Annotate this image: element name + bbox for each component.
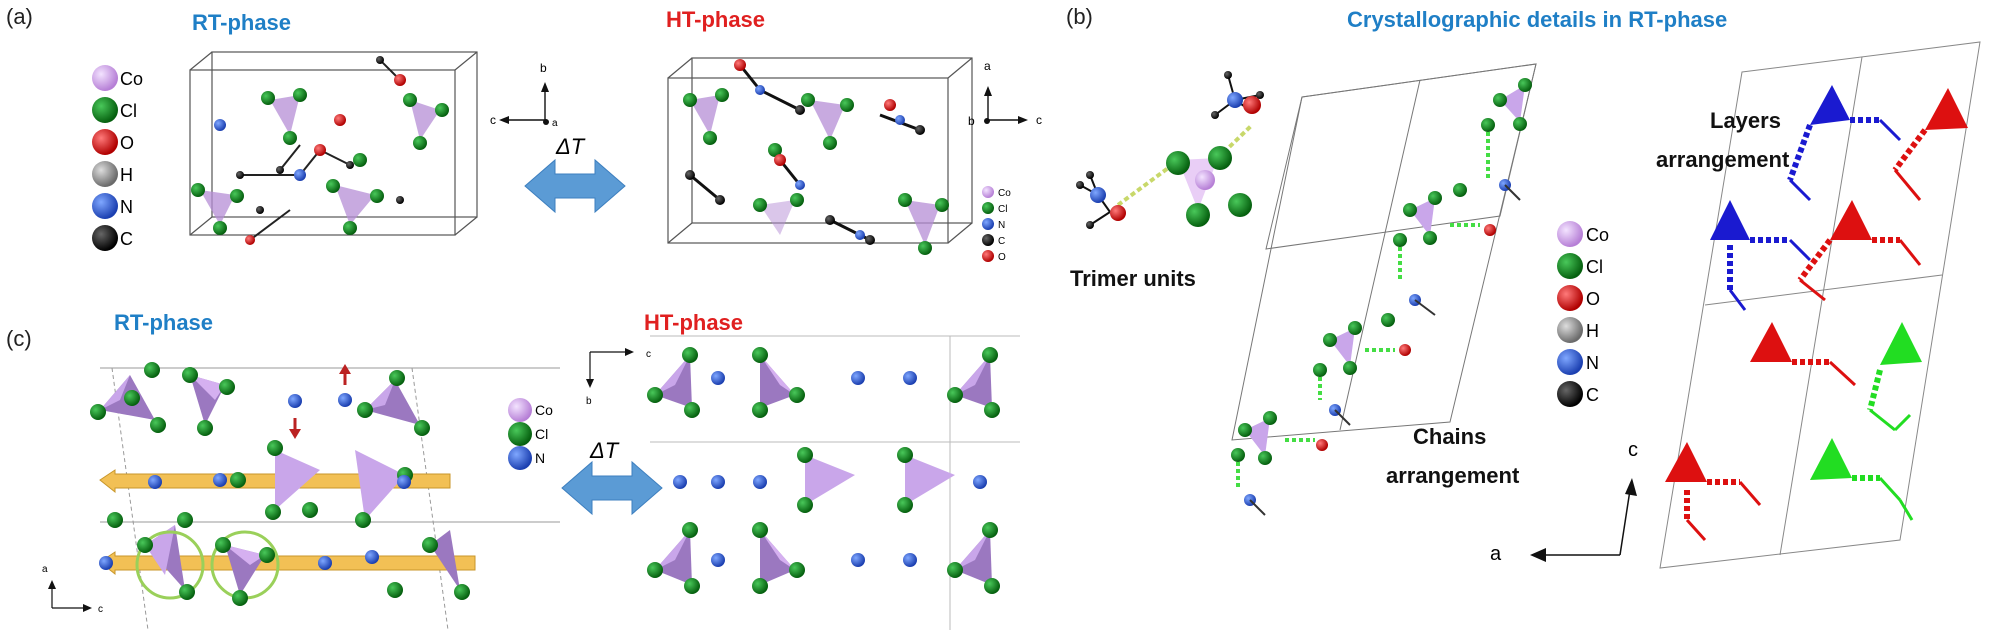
panel-b-legend-h: H [1586,321,1599,341]
panel-c-legend-cl: Cl [535,426,548,442]
layers-structure [1665,85,1968,542]
panel-b: (b) Crystallographic details in RT-phase [1066,4,1981,569]
panel-c-rt-axes [48,580,92,612]
rt-tetrahedron [270,95,300,135]
legend-h-atom [92,161,118,187]
panel-a-ht-title: HT-phase [666,7,765,32]
ht-legend-n: N [998,220,1005,231]
legend-c-label: C [120,229,133,249]
layers-label-line2: arrangement [1656,147,1790,172]
legend-c-atom [92,225,118,251]
rt-axis-b: b [540,61,547,75]
panel-a: (a) RT-phase HT-phase Co Cl O H N C [6,4,1042,263]
legend-cl-label: Cl [120,101,137,121]
panel-c-legend: Co Cl N [508,398,553,470]
panel-c-transition-arrow [561,460,663,516]
panel-a-transition-arrow [524,158,626,214]
rt-structure [191,56,449,245]
legend-co-atom [92,65,118,91]
panel-a-legend: Co Cl O H N C [92,65,143,251]
layers-label-line1: Layers [1710,108,1781,133]
ht-legend-c: C [998,236,1005,247]
legend-n-atom [92,193,118,219]
ht-legend-co: Co [998,188,1011,199]
rt-tetrahedron [410,100,440,140]
panel-c: (c) RT-phase HT-phase [6,310,1020,631]
ht-axis-a: a [984,59,991,73]
ht-structure [683,59,949,255]
panel-c-ht-title: HT-phase [644,310,743,335]
panel-b-legend-co: Co [1586,225,1609,245]
panel-c-ht-frame [650,335,1020,630]
legend-cl-atom [92,97,118,123]
panel-c-ht-axis-c: c [646,349,651,360]
ht-legend-o: O [998,252,1006,263]
rt-unit-cell [189,51,478,236]
panel-c-rt-axis-a: a [42,564,48,575]
panel-c-legend-co: Co [535,402,553,418]
panel-c-rt-title: RT-phase [114,310,213,335]
rt-tetrahedron [200,190,235,225]
panel-b-legend-c: C [1586,385,1599,405]
legend-o-label: O [120,133,134,153]
layers-unit-cell [1659,41,1981,569]
panel-a-label: (a) [6,4,33,29]
panel-c-rt-frame [100,367,560,631]
panel-c-ht-axis-b: b [586,396,592,407]
panel-b-axis-a: a [1490,543,1502,565]
panel-b-legend-n: N [1586,353,1599,373]
panel-b-axes [1530,478,1637,562]
panel-a-delta-t: ΔT [555,134,586,159]
trimer-unit [1076,71,1264,229]
panel-c-legend-n: N [535,450,545,466]
legend-co-label: Co [120,69,143,89]
rt-axes [499,82,549,125]
legend-o-atom [92,129,118,155]
legend-n-label: N [120,197,133,217]
chains-label-line2: arrangement [1386,463,1520,488]
chains-structure [1231,78,1532,516]
ht-axis-c: c [1036,113,1042,127]
panel-b-axis-c: c [1628,439,1638,461]
trimer-units-label: Trimer units [1070,266,1196,291]
rt-axis-c: c [490,113,496,127]
panel-c-ht-axes [586,348,634,388]
panel-c-ht-structure [647,347,1000,594]
panel-b-legend-o: O [1586,289,1600,309]
ht-legend: Co Cl N C O [982,186,1011,263]
panel-b-legend-cl: Cl [1586,257,1603,277]
panel-c-delta-t: ΔT [589,438,620,463]
ht-legend-cl: Cl [998,204,1007,215]
chains-label-line1: Chains [1413,424,1486,449]
panel-b-title: Crystallographic details in RT-phase [1347,7,1727,32]
rt-tetrahedron [335,185,375,225]
panel-c-rt-structure [90,362,470,606]
legend-h-label: H [120,165,133,185]
panel-a-rt-title: RT-phase [192,10,291,35]
ht-axis-b: b [968,114,975,128]
rt-axis-a: a [552,118,558,129]
panel-b-legend: Co Cl O H N C [1557,221,1609,407]
panel-c-label: (c) [6,326,32,351]
panel-c-rt-axis-c: c [98,604,103,615]
panel-b-label: (b) [1066,4,1093,29]
ht-axes [984,86,1028,124]
